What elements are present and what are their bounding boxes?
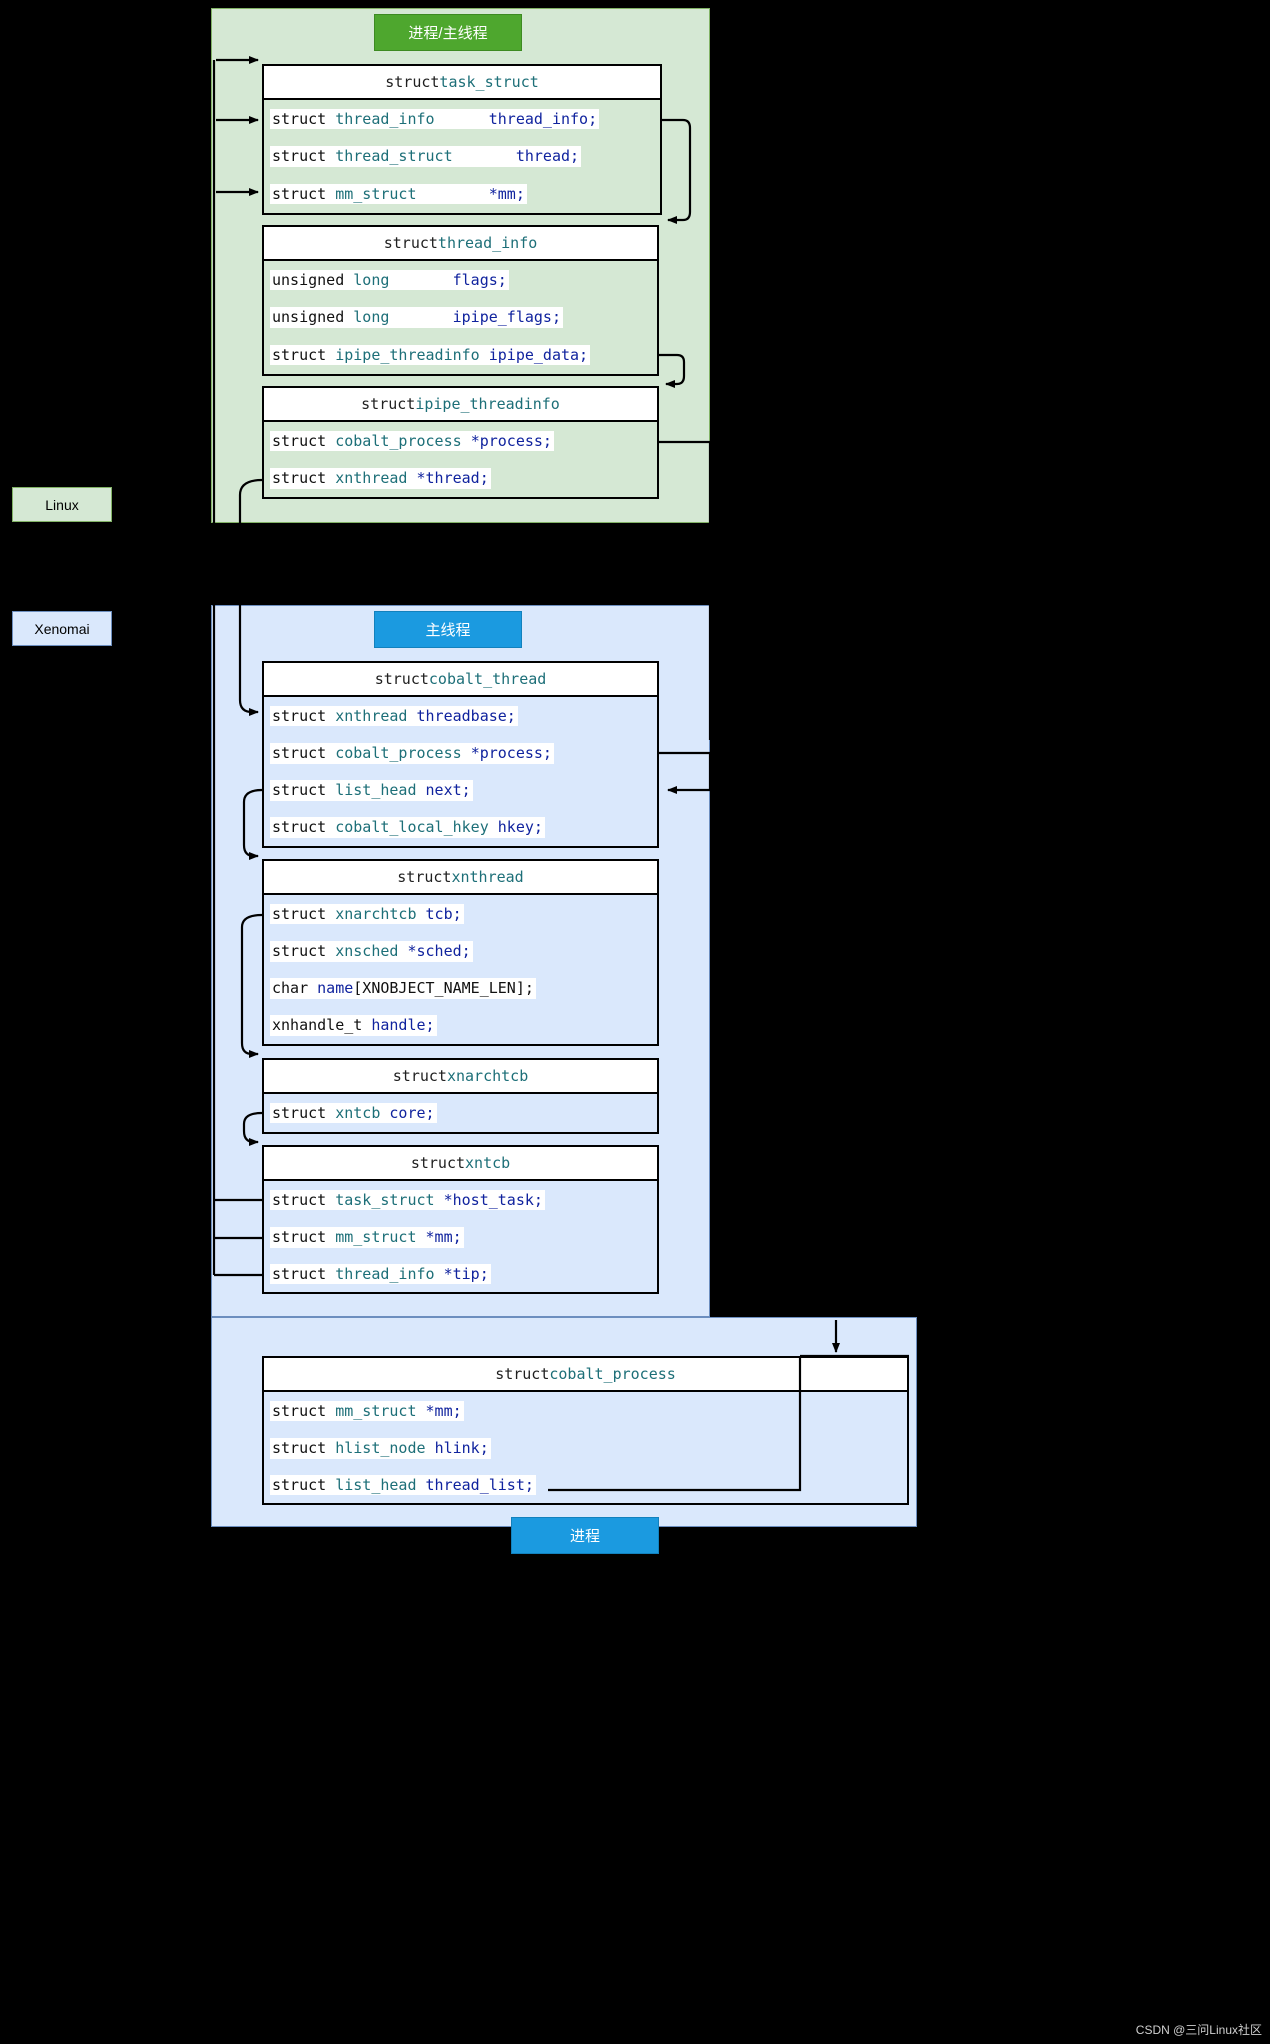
field-text: struct xnsched *sched; xyxy=(270,941,473,962)
struct-title: struct cobalt_process xyxy=(264,1358,907,1392)
field-text: struct hlist_node hlink; xyxy=(270,1438,491,1459)
struct-field-row: struct cobalt_process *process; xyxy=(264,422,657,460)
struct-rows: struct thread_info thread_info; struct t… xyxy=(264,100,660,213)
struct-field-row: unsigned long flags; xyxy=(264,261,657,299)
struct-title-type: xnthread xyxy=(451,868,524,886)
struct-field-row: struct list_head thread_list; xyxy=(264,1467,907,1503)
struct-field-row: struct mm_struct *mm; xyxy=(264,1219,657,1256)
struct-title-prefix: struct xyxy=(392,1067,447,1085)
struct-xnarchtcb: struct xnarchtcb struct xntcb core; xyxy=(262,1058,659,1134)
struct-title-type: xnarchtcb xyxy=(446,1067,529,1085)
struct-title-prefix: struct xyxy=(385,73,440,91)
struct-cobalt-process: struct cobalt_process struct mm_struct *… xyxy=(262,1356,909,1505)
struct-field-row: struct mm_struct *mm; xyxy=(264,175,660,213)
struct-field-row: struct thread_struct thread; xyxy=(264,138,660,175)
field-text: char name[XNOBJECT_NAME_LEN]; xyxy=(270,978,536,999)
struct-task-struct: struct task_struct struct thread_info th… xyxy=(262,64,662,215)
struct-title-type: thread_info xyxy=(437,234,538,252)
struct-title-type: cobalt_thread xyxy=(428,670,547,688)
field-text: struct thread_info *tip; xyxy=(270,1263,491,1285)
struct-rows: unsigned long flags; unsigned long ipipe… xyxy=(264,261,657,374)
struct-field-row: struct list_head next; xyxy=(264,772,657,809)
struct-title: struct thread_info xyxy=(264,227,657,261)
side-label-xenomai: Xenomai xyxy=(12,611,112,646)
field-text: struct cobalt_process *process; xyxy=(270,743,554,764)
struct-title: struct task_struct xyxy=(264,66,660,100)
field-text: struct mm_struct *mm; xyxy=(270,183,527,205)
struct-field-row: struct mm_struct *mm; xyxy=(264,1392,907,1430)
field-text: struct ipipe_threadinfo ipipe_data; xyxy=(270,344,591,366)
struct-ipipe-threadinfo: struct ipipe_threadinfo struct cobalt_pr… xyxy=(262,386,659,499)
field-text: struct xntcb core; xyxy=(270,1102,437,1124)
field-text: xnhandle_t handle; xyxy=(270,1015,437,1036)
field-text: struct thread_info thread_info; xyxy=(270,108,600,130)
struct-rows: struct cobalt_process *process; struct x… xyxy=(264,422,657,497)
struct-field-row: struct xnthread threadbase; xyxy=(264,697,657,735)
struct-title-type: ipipe_threadinfo xyxy=(415,395,560,413)
struct-field-row: struct task_struct *host_task; xyxy=(264,1181,657,1219)
struct-rows: struct xntcb core; xyxy=(264,1094,657,1132)
struct-xnthread: struct xnthread struct xnarchtcb tcb; st… xyxy=(262,859,659,1046)
struct-title-prefix: struct xyxy=(374,670,429,688)
struct-field-row: struct xnthread *thread; xyxy=(264,460,657,497)
struct-title: struct xnthread xyxy=(264,861,657,895)
field-text: unsigned long ipipe_flags; xyxy=(270,307,563,328)
struct-rows: struct mm_struct *mm; struct hlist_node … xyxy=(264,1392,907,1503)
struct-title-type: xntcb xyxy=(465,1154,511,1172)
struct-field-row: struct cobalt_process *process; xyxy=(264,735,657,772)
struct-rows: struct task_struct *host_task; struct mm… xyxy=(264,1181,657,1292)
field-text: struct thread_struct thread; xyxy=(270,146,582,167)
struct-field-row: char name[XNOBJECT_NAME_LEN]; xyxy=(264,970,657,1007)
struct-title-type: task_struct xyxy=(439,73,539,91)
field-text: struct task_struct *host_task; xyxy=(270,1189,545,1211)
struct-title-type: cobalt_process xyxy=(549,1365,676,1383)
struct-rows: struct xnarchtcb tcb; struct xnsched *sc… xyxy=(264,895,657,1044)
struct-rows: struct xnthread threadbase; struct cobal… xyxy=(264,697,657,846)
struct-title: struct xntcb xyxy=(264,1147,657,1181)
struct-field-row: struct xnsched *sched; xyxy=(264,933,657,970)
struct-field-row: struct hlist_node hlink; xyxy=(264,1430,907,1467)
chip-process: 进程 xyxy=(511,1517,659,1554)
struct-title-prefix: struct xyxy=(410,1154,466,1172)
field-text: struct mm_struct *mm; xyxy=(270,1227,464,1248)
struct-title-prefix: struct xyxy=(495,1365,550,1383)
struct-xntcb: struct xntcb struct task_struct *host_ta… xyxy=(262,1145,659,1294)
field-text: struct list_head thread_list; xyxy=(270,1474,536,1496)
watermark-text: CSDN @三问Linux社区 xyxy=(1135,2023,1262,2037)
field-text: struct cobalt_local_hkey hkey; xyxy=(270,817,545,838)
struct-title-prefix: struct xyxy=(397,868,452,886)
struct-title: struct ipipe_threadinfo xyxy=(264,388,657,422)
field-text: unsigned long flags; xyxy=(270,269,509,291)
chip-main-thread: 主线程 xyxy=(374,611,522,648)
struct-field-row: struct cobalt_local_hkey hkey; xyxy=(264,809,657,846)
field-text: struct xnthread *thread; xyxy=(270,468,491,489)
struct-field-row: struct ipipe_threadinfo ipipe_data; xyxy=(264,336,657,374)
struct-field-row: struct thread_info *tip; xyxy=(264,1256,657,1292)
field-text: struct xnarchtcb tcb; xyxy=(270,903,464,925)
side-label-linux: Linux xyxy=(12,487,112,522)
struct-field-row: struct xntcb core; xyxy=(264,1094,657,1132)
struct-thread-info: struct thread_info unsigned long flags; … xyxy=(262,225,659,376)
struct-title: struct cobalt_thread xyxy=(264,663,657,697)
field-text: struct xnthread threadbase; xyxy=(270,705,518,727)
struct-title: struct xnarchtcb xyxy=(264,1060,657,1094)
field-text: struct mm_struct *mm; xyxy=(270,1400,464,1422)
struct-field-row: xnhandle_t handle; xyxy=(264,1007,657,1044)
field-text: struct list_head next; xyxy=(270,780,473,801)
struct-title-prefix: struct xyxy=(361,395,416,413)
struct-cobalt-thread: struct cobalt_thread struct xnthread thr… xyxy=(262,661,659,848)
struct-field-row: unsigned long ipipe_flags; xyxy=(264,299,657,336)
field-text: struct cobalt_process *process; xyxy=(270,430,554,452)
struct-field-row: struct thread_info thread_info; xyxy=(264,100,660,138)
struct-title-prefix: struct xyxy=(383,234,438,252)
struct-field-row: struct xnarchtcb tcb; xyxy=(264,895,657,933)
chip-process-main-thread: 进程/主线程 xyxy=(374,14,522,51)
